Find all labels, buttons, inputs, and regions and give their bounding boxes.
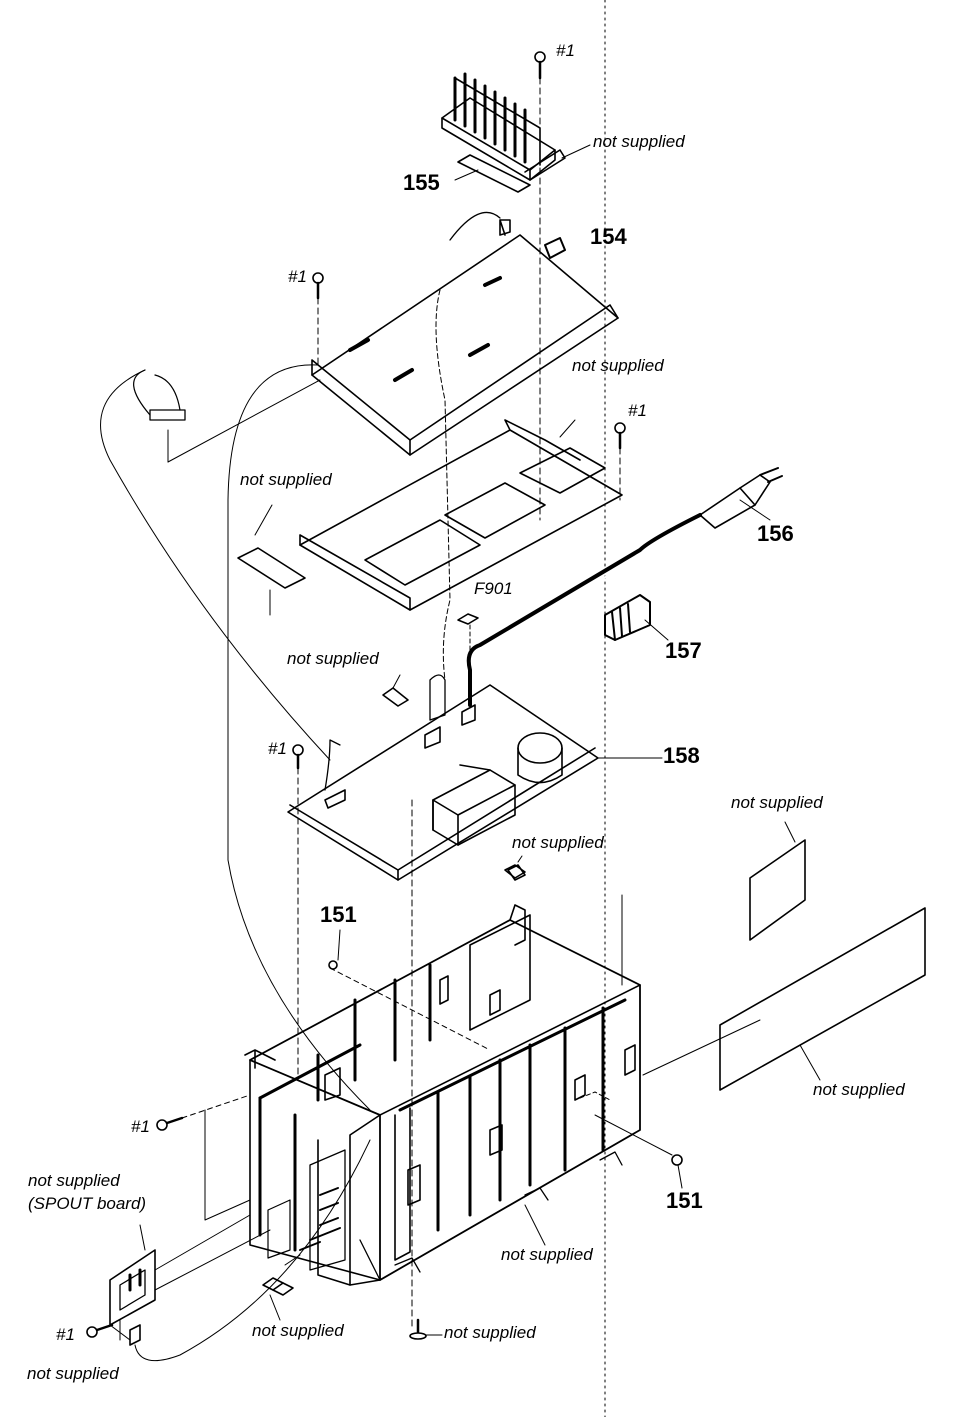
label-part-156: 156 — [757, 521, 794, 546]
panel-right-long — [719, 907, 926, 1091]
top-board — [311, 211, 619, 681]
screw-151-left — [328, 929, 341, 970]
cable-loop — [100, 369, 331, 761]
label-not-supplied-bracket: not supplied — [572, 356, 664, 375]
label-not-supplied-chassis-bottom: not supplied — [501, 1245, 593, 1264]
label-screw-1-board: #1 — [288, 267, 307, 286]
label-not-supplied-screw-bottom: not supplied — [444, 1323, 536, 1342]
insulator-chassis-top — [504, 855, 526, 879]
middle-bracket — [299, 419, 623, 611]
label-screw-1-right: #1 — [628, 401, 647, 420]
label-part-154: 154 — [590, 224, 627, 249]
label-part-151-left: 151 — [320, 902, 357, 927]
screw-chassis-left — [156, 1094, 251, 1221]
label-not-supplied-heatsink: not supplied — [593, 132, 685, 151]
label-not-supplied-spout-bottom: not supplied — [27, 1364, 119, 1383]
label-screw-1-spout: #1 — [56, 1325, 75, 1344]
panel-right-small — [749, 821, 806, 941]
label-screw-1-top: #1 — [556, 41, 575, 60]
screw-spout — [86, 1323, 114, 1338]
foot-part — [262, 1254, 301, 1321]
connector-157 — [604, 594, 669, 641]
label-not-supplied-foot: not supplied — [252, 1321, 344, 1340]
label-screw-1-mid: #1 — [268, 739, 287, 758]
label-spout-board: (SPOUT board) — [28, 1194, 147, 1213]
label-not-supplied-panel-long: not supplied — [813, 1080, 905, 1099]
main-chassis — [244, 864, 761, 1286]
power-board-158 — [287, 674, 663, 881]
label-not-supplied-spout: not supplied — [28, 1171, 120, 1190]
label-part-151-right: 151 — [666, 1188, 703, 1213]
screw-right — [614, 422, 626, 501]
label-screw-1-chassis: #1 — [131, 1117, 150, 1136]
label-part-157: 157 — [665, 638, 702, 663]
label-not-supplied-panel-right: not supplied — [731, 793, 823, 812]
screw-mid — [292, 744, 304, 1081]
label-not-supplied-sheet-left: not supplied — [240, 470, 332, 489]
insulator-mid — [382, 674, 409, 707]
screw-top — [534, 51, 546, 521]
screw-board-left — [312, 272, 324, 366]
ac-cord-156 — [466, 467, 783, 707]
label-part-155: 155 — [403, 170, 440, 195]
label-part-158: 158 — [663, 743, 700, 768]
sheet-left — [237, 504, 306, 616]
fuse-f901 — [457, 613, 479, 661]
insulator-sheet-155 — [454, 154, 531, 193]
screw-151-right — [671, 1154, 683, 1189]
spout-board — [109, 1139, 371, 1362]
screw-bottom — [409, 1318, 443, 1340]
label-not-supplied-chassis-top: not supplied — [512, 833, 604, 852]
label-fuse-f901: F901 — [474, 579, 513, 598]
heatsink — [441, 72, 566, 181]
label-not-supplied-mid-left: not supplied — [287, 649, 379, 668]
